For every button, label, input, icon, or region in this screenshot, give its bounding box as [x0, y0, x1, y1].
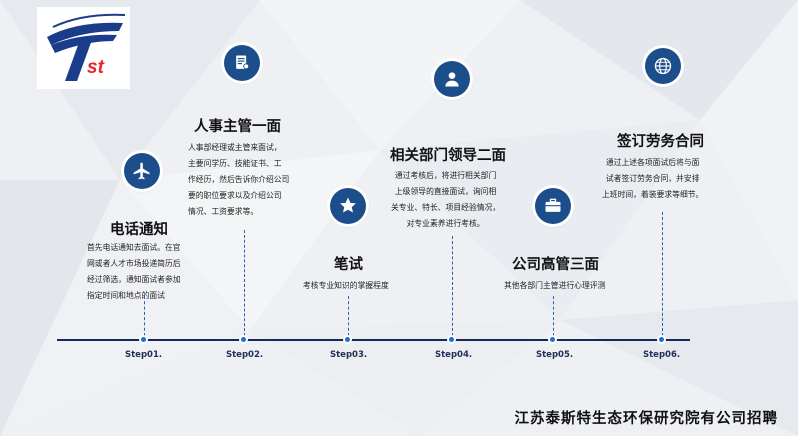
- step1-desc-line: 首先电话通知去面试。在官: [87, 243, 181, 252]
- step6-desc-line: 上班时间，着装要求等细节。: [602, 190, 704, 199]
- step1-desc-line: 经过筛选，通知面试者参加: [87, 275, 181, 284]
- step3-description: 考核专业知识的掌握程度: [303, 278, 389, 294]
- step3-star-icon: [330, 188, 366, 224]
- step5-label: Step05.: [536, 350, 574, 360]
- step1-label: Step01.: [125, 350, 163, 360]
- step4-desc-line: 上级领导的直接面试，询问相: [394, 187, 497, 196]
- step2-certificate-icon: [224, 45, 260, 81]
- step2-desc-line: 作经历，然后告诉你介绍公司: [188, 175, 290, 184]
- company-logo: st: [37, 7, 130, 89]
- step2-desc-line: 情况、工资要求等。: [188, 207, 259, 216]
- step5-description: 其他各部门主管进行心理评测: [504, 278, 605, 294]
- step4-manager-icon: [434, 61, 470, 97]
- step2-desc-line: 要的职位要求以及介绍公司: [188, 191, 282, 200]
- company-name: 江苏泰斯特生态环保研究院有公司招聘: [514, 411, 778, 427]
- step6-label: Step06.: [643, 350, 681, 360]
- step3-label: Step03.: [330, 350, 368, 360]
- step1-title: 电话通知: [110, 222, 168, 238]
- step2-dot: [241, 337, 246, 342]
- step4-desc-line: 通过考核后，将进行相关部门: [394, 171, 497, 180]
- step5-desc-line: 其他各部门主管进行心理评测: [504, 281, 606, 290]
- step2-connector: [244, 230, 245, 336]
- step1-airplane-icon: [124, 153, 160, 189]
- step5-connector: [553, 296, 554, 336]
- step5-briefcase-icon: [535, 188, 571, 224]
- step3-dot: [345, 337, 350, 342]
- step1-connector: [144, 296, 145, 336]
- step4-description: 通过考核后，将进行相关部门 上级领导的直接面试，询问相 关专业、特长、项目经验情…: [391, 168, 500, 232]
- step4-desc-line: 对专业素养进行考核。: [406, 219, 485, 228]
- step6-connector: [662, 212, 663, 336]
- logo-text: st: [87, 57, 104, 78]
- step6-desc-line: 通过上述各项面试后将与面: [605, 158, 700, 167]
- step4-label: Step04.: [435, 350, 473, 360]
- step2-desc-line: 主要问学历、技能证书、工: [188, 159, 282, 168]
- step2-desc-line: 人事部经理或主管来面试，: [188, 143, 282, 152]
- step6-title: 签订劳务合同: [617, 134, 704, 150]
- step1-desc-line: 网或者人才市场投递简历后: [87, 259, 181, 268]
- step2-title: 人事主管一面: [194, 119, 281, 135]
- step6-desc-line: 试者签订劳务合同，并安排: [605, 174, 700, 183]
- step1-description: 首先电话通知去面试。在官 网或者人才市场投递简历后 经过筛选，通知面试者参加 指…: [87, 240, 181, 304]
- step4-desc-line: 关专业、特长、项目经验情况，: [391, 203, 501, 212]
- step2-label: Step02.: [226, 350, 264, 360]
- step3-connector: [348, 296, 349, 336]
- step1-dot: [141, 337, 146, 342]
- step1-desc-line: 指定时间和地点的面试: [87, 291, 165, 300]
- step5-title: 公司高管三面: [512, 257, 599, 273]
- step6-globe-icon: [645, 48, 681, 84]
- step6-description: 通过上述各项面试后将与面 试者签订劳务合同，并安排 上班时间，着装要求等细节。: [602, 155, 703, 203]
- step2-description: 人事部经理或主管来面试， 主要问学历、技能证书、工 作经历，然后告诉你介绍公司 …: [188, 140, 289, 220]
- step6-dot: [659, 337, 664, 342]
- step4-title: 相关部门领导二面: [390, 148, 506, 164]
- timeline-axis: [57, 339, 690, 341]
- step3-desc-line: 考核专业知识的掌握程度: [303, 281, 389, 290]
- step5-dot: [550, 337, 555, 342]
- step4-dot: [449, 337, 454, 342]
- step3-title: 笔试: [334, 257, 363, 273]
- step4-connector: [452, 236, 453, 336]
